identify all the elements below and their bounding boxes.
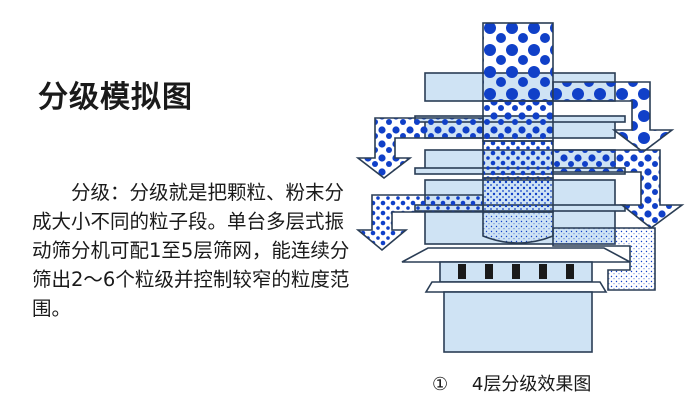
description-text: 分级：分级就是把颗粒、粉末分成大小不同的粒子段。单台多层式振动筛分机可配1至5层… — [32, 181, 350, 320]
outlet-left — [355, 117, 484, 252]
outlet-right — [552, 81, 685, 291]
page-title: 分级模拟图 — [38, 80, 193, 115]
classification-diagram — [355, 22, 685, 353]
diagram-caption: ① 4层分级效果图 — [432, 370, 591, 396]
caption-text: 4层分级效果图 — [471, 374, 592, 395]
caption-number: ① — [432, 374, 449, 395]
machine-base — [401, 247, 631, 353]
center-column — [482, 22, 554, 244]
